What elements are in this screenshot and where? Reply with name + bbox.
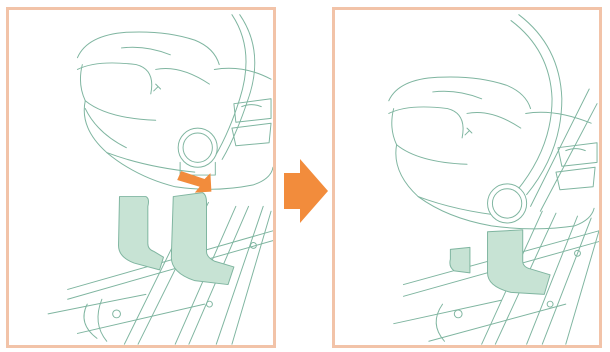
right-arrow-icon: [282, 159, 328, 223]
handle-hub: [488, 184, 527, 223]
stroller-frame: [48, 201, 273, 344]
adapter-left: [119, 197, 164, 270]
before-illustration: [9, 10, 273, 345]
adapters-attached: [450, 230, 550, 295]
adapters-detached: [119, 193, 234, 285]
adapter-right: [488, 230, 551, 295]
carry-handle: [511, 15, 562, 195]
after-illustration: [335, 10, 599, 345]
handle-hub: [178, 128, 217, 175]
adapter-right: [171, 193, 234, 285]
adapter-left: [450, 247, 470, 272]
panel-after: [332, 7, 602, 348]
panel-before: [6, 7, 276, 348]
down-arrow-icon: [177, 171, 211, 193]
